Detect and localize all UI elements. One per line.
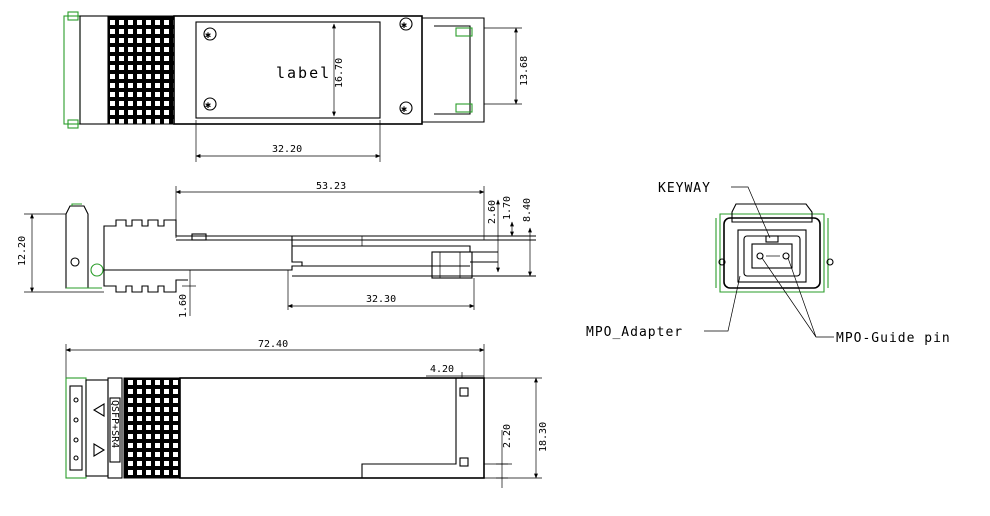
side-body <box>103 219 303 271</box>
product-mark-box <box>109 397 121 463</box>
pull-tab <box>63 15 81 125</box>
side-view: 53.23 12.20 2.60 1.70 8. <box>17 181 536 318</box>
svg-text:✱: ✱ <box>401 104 407 115</box>
arrow-left-icon <box>92 403 105 417</box>
product-mark: QSFP+SR4 <box>109 400 120 448</box>
dim-end-height: 13.68 <box>519 56 530 86</box>
label-text: label <box>276 64 331 82</box>
dim-length: 72.40 <box>258 339 288 350</box>
heatsink-fins <box>107 15 175 125</box>
guide-pin-right <box>782 252 790 260</box>
dim-small: 2.20 <box>502 424 513 448</box>
arrow-right-icon <box>93 443 106 457</box>
mpo-guide-pin-label: MPO-Guide pin <box>836 331 951 346</box>
guide-pin-left <box>756 252 764 260</box>
dim-bottom: 32.30 <box>366 294 396 305</box>
svg-text:✱: ✱ <box>401 20 407 31</box>
heatsink-fins <box>123 377 181 479</box>
dim-label-width: 32.20 <box>272 144 302 155</box>
dim-overall-top: 53.23 <box>316 181 346 192</box>
dim-width: 18.30 <box>538 422 549 452</box>
label-area <box>195 21 381 119</box>
dim-b: 1.70 <box>502 196 513 220</box>
dim-height: 12.20 <box>17 236 28 266</box>
dim-tip: 4.20 <box>430 364 454 375</box>
mpo-adapter-label: MPO_Adapter <box>586 325 683 340</box>
screw-icon: ✱ ✱ ✱ ✱ <box>203 17 413 115</box>
svg-text:✱: ✱ <box>205 30 211 41</box>
svg-text:✱: ✱ <box>205 100 211 111</box>
top-view: label ✱ ✱ ✱ ✱ 16.70 13.68 32.20 <box>63 11 530 162</box>
module-body <box>173 15 423 125</box>
dim-d: 1.60 <box>178 294 189 318</box>
connector-housing <box>723 217 821 289</box>
dim-c: 8.40 <box>522 198 533 222</box>
keyway-label: KEYWAY <box>658 181 711 196</box>
bottom-view: 72.40 4.20 QSFP+SR4 18.30 2.20 <box>65 339 549 488</box>
keyway-notch <box>765 235 779 243</box>
module-body <box>179 377 485 479</box>
connector-end-view: KEYWAY MPO_Adapter MPO-Guide pin <box>586 181 951 346</box>
dim-a: 2.60 <box>487 200 498 224</box>
dim-label-height: 16.70 <box>334 58 345 88</box>
